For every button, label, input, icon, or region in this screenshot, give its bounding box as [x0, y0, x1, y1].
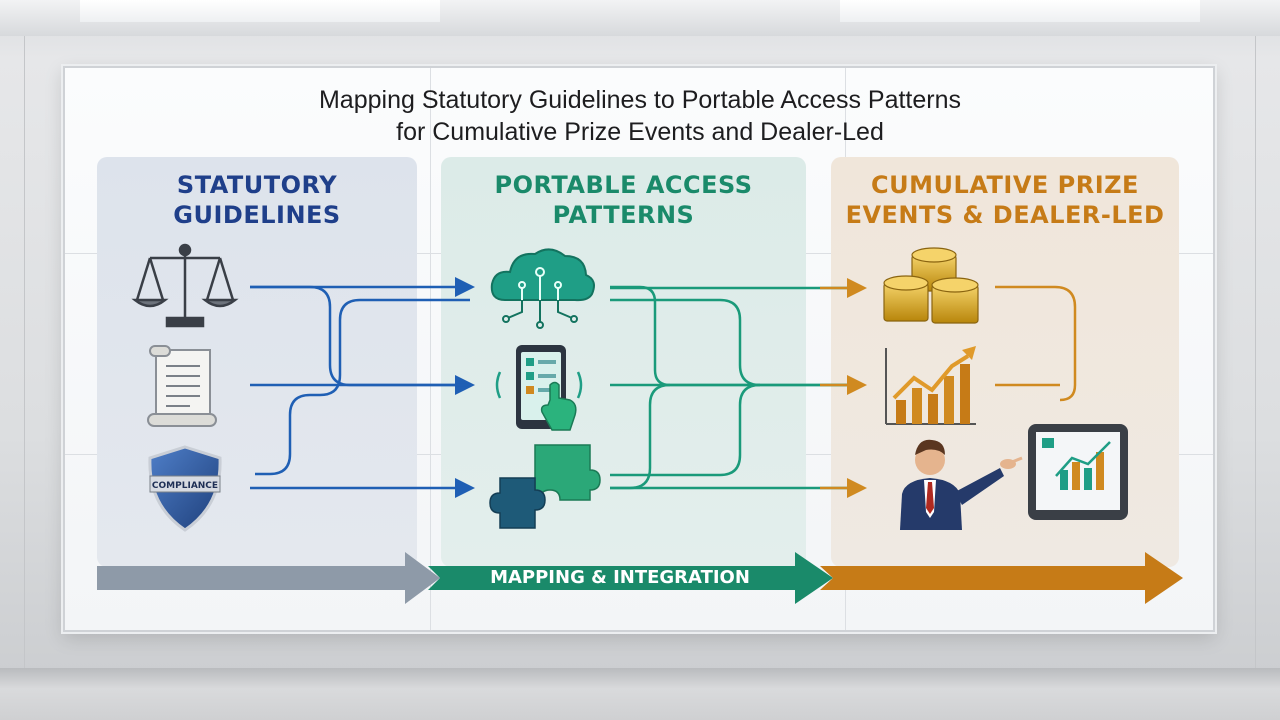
growth-bar-chart-icon — [885, 346, 976, 425]
wall-seam — [24, 36, 25, 668]
smartphone-touch-icon — [495, 345, 583, 431]
mapping-integration-label: MAPPING & INTEGRATION — [490, 567, 750, 588]
access-connectors — [610, 285, 860, 490]
diagram-title: Mapping Statutory Guidelines to Portable… — [0, 84, 1280, 148]
scroll-document-icon — [147, 345, 217, 427]
ceiling-light — [80, 0, 440, 22]
statutory-panel — [97, 157, 417, 567]
wall-seam — [1255, 36, 1256, 668]
compliance-badge-text: COMPLIANCE — [152, 481, 218, 491]
access-heading: PORTABLE ACCESS PATTERNS — [494, 171, 753, 229]
bottom-band-arrow — [97, 552, 1183, 604]
prize-connectors — [820, 278, 1077, 498]
statutory-heading: STATUTORY GUIDELINES — [173, 171, 341, 229]
title-line-1: Mapping Statutory Guidelines to Portable… — [318, 86, 962, 114]
compliance-shield-icon: COMPLIANCE — [148, 445, 222, 532]
statutory-connectors — [250, 277, 475, 498]
dealer-presentation-icon — [900, 424, 1128, 530]
floor — [0, 668, 1280, 720]
scales-icon — [131, 243, 239, 328]
prize-heading: CUMULATIVE PRIZE EVENTS & DEALER-LED — [845, 171, 1165, 229]
coin-stacks-icon — [883, 247, 979, 324]
ceiling-light — [840, 0, 1200, 22]
screen-seam — [430, 68, 431, 630]
cloud-network-icon — [490, 248, 595, 329]
puzzle-pieces-icon — [489, 444, 601, 529]
title-line-2: for Cumulative Prize Events and Dealer-L… — [396, 118, 884, 146]
